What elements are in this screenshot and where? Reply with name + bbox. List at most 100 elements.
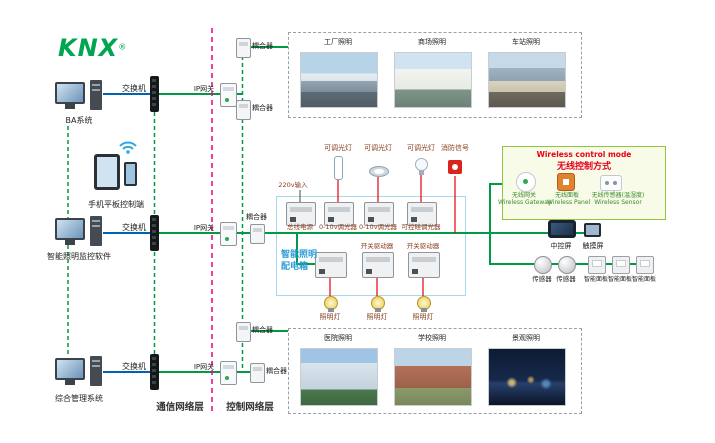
label-coupler-e: 耦合器 [266,367,287,375]
ip-gateway-bottom [220,361,237,385]
tablet-screen [97,157,117,187]
tower-icon [90,356,102,386]
photo-factory-lighting [300,52,378,108]
label-lamp-1: 照明灯 [319,313,341,321]
coupler-b [236,100,251,120]
label-fire-signal: 消防信号 [441,144,469,152]
label-gateway-bottom: IP网关 [193,363,215,371]
wireless-gateway-label-en: Wireless Gateway [498,199,552,207]
wireless-sensor-label-zh: 无线传感器(温湿度) [591,192,645,199]
coupler-a [236,38,251,58]
tower-icon [90,216,102,246]
tower-icon [90,80,102,110]
label-gateway-top: IP网关 [193,85,215,93]
label-sensor-1: 传感器 [532,275,552,283]
switch-bottom [150,354,159,390]
label-dimmable-light-3: 可调光灯 [407,144,435,152]
top-gallery-label-3: 车站照明 [512,38,540,46]
workstation-management [55,356,103,390]
monitor-icon [55,218,85,245]
fire-alarm-icon [448,160,462,174]
coupler-e [250,363,265,383]
label-dimmer-2: 0-10v调光器 [358,223,398,231]
knx-logo-text: KNX [58,34,119,62]
switch-actuator-1 [315,252,347,278]
wireless-sensor-icon [600,175,622,191]
dimmable-light-icon-2 [369,166,389,177]
sensor-icon-2 [558,256,576,274]
bottom-gallery-label-1: 医院照明 [324,334,352,342]
bottom-gallery-label-2: 学校照明 [418,334,446,342]
photo-landscape-lighting [488,348,566,406]
photo-school-lighting [394,348,472,406]
lamp-icon-1 [324,296,338,312]
phone-icon [124,162,137,186]
screen [57,84,83,102]
label-coupler-middle: 耦合器 [246,213,267,221]
thyristor-dimmer [407,202,437,226]
label-thyristor-dimmer: 可控硅调光器 [401,223,441,231]
tablet-icon [94,154,120,190]
label-management-system: 综合管理系统 [55,394,103,403]
wireless-sensor-label: 无线传感器(温湿度) Wireless Sensor [582,192,654,206]
label-monitoring-software: 智能照明监控软件 [47,252,111,261]
label-lamp-3: 照明灯 [412,313,434,321]
label-coupler-a: 耦合器 [252,42,273,50]
top-gallery-label-2: 商场照明 [418,38,446,46]
registered-mark-icon: ® [118,42,127,52]
label-lamp-2: 照明灯 [366,313,388,321]
top-gallery-label-1: 工厂照明 [324,38,352,46]
wireless-gateway-icon [516,172,536,192]
top-gallery-box [288,32,582,118]
touch-screen-icon [584,223,601,237]
label-touch-screen: 触摸屏 [582,242,604,250]
distbox-title-line2: 配电箱 [281,262,309,272]
switch-middle [150,215,159,251]
workstation-ba [55,80,103,114]
smart-panel-icon-2 [612,256,630,274]
sensor-icon-1 [534,256,552,274]
label-gateway-middle: IP网关 [193,224,215,232]
wireless-sensor-label-en: Wireless Sensor [594,199,642,207]
smart-panel-icon-3 [636,256,654,274]
label-dimmer-1: 0-10v调光器 [318,223,358,231]
wireless-title-zh: 无线控制方式 [556,162,611,172]
label-switch-actuator-1: 开关驱动器 [360,242,394,250]
label-dimmable-light-2: 可调光灯 [364,144,392,152]
distbox-title-line1: 智能照明 [281,250,318,260]
label-switch-actuator-2: 开关驱动器 [406,242,440,250]
switch-top [150,76,159,112]
label-switch-middle: 交换机 [122,223,146,232]
label-bus-power: 总线电源 [287,223,313,231]
dimmable-light-icon-1 [334,156,343,180]
wireless-title-en: Wireless control mode [536,150,632,159]
label-switch-bottom: 交换机 [122,362,146,371]
bus-power-supply [286,202,316,226]
bottom-gallery-label-3: 景观照明 [512,334,540,342]
label-sensor-2: 传感器 [556,275,576,283]
wireless-panel-icon [557,173,575,191]
label-central-screen: 中控屏 [550,242,572,250]
photo-mall-lighting [394,52,472,108]
label-dimmable-light-1: 可调光灯 [324,144,352,152]
coupler-d [236,322,251,342]
label-smart-panel-3: 智能面板 [631,276,656,283]
switch-actuator-2 [362,252,394,278]
label-ba-system: BA系统 [65,116,93,125]
monitor-icon [55,358,85,385]
photo-station-lighting [488,52,566,108]
lamp-icon-3 [417,296,431,312]
green-bus-lines [158,46,644,373]
wireless-gateway-label: 无线网关 Wireless Gateway [498,192,552,207]
monitor-icon [55,82,85,109]
distribution-box [276,196,466,296]
photo-hospital-lighting [300,348,378,406]
lamp-icon-2 [371,296,385,312]
knx-logo: KNX® [58,34,126,62]
wireless-panel-label: 无线面板 Wireless Panel [547,192,590,206]
screen [57,220,83,238]
coupler-middle [250,224,265,244]
smart-panel-icon-1 [588,256,606,274]
